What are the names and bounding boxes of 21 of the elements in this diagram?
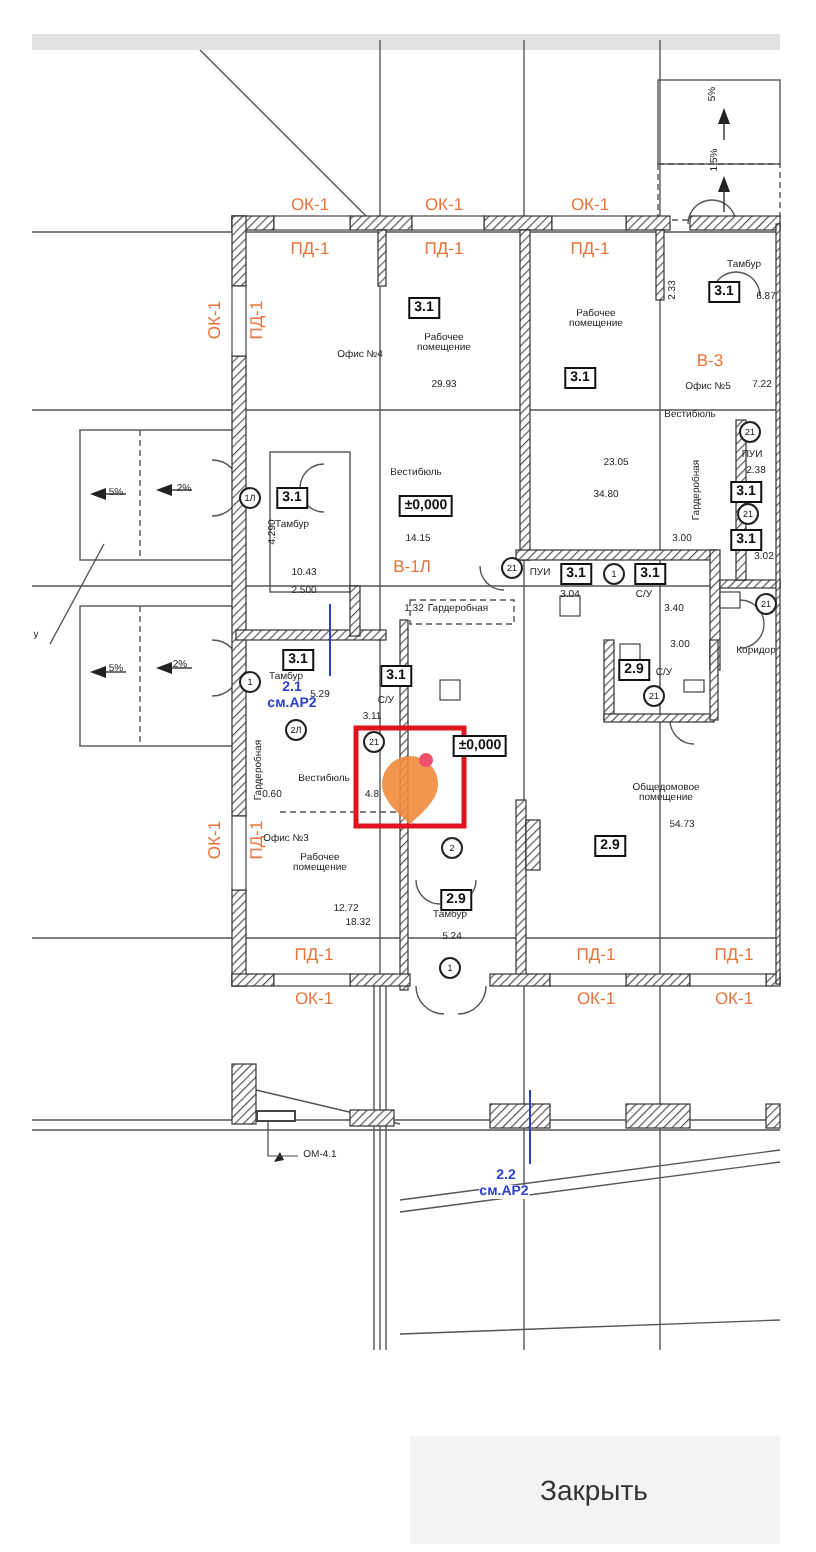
element-mark: В-1Л xyxy=(393,557,431,575)
element-mark: ПД-1 xyxy=(290,239,330,257)
element-mark: ПД-1 xyxy=(247,820,265,860)
window-frame xyxy=(256,1110,296,1122)
element-mark: ОК-1 xyxy=(576,989,616,1007)
close-button: Закрыть xyxy=(500,1460,688,1520)
element-mark: ПД-1 xyxy=(247,300,265,340)
element-mark: ОК-1 xyxy=(714,989,754,1007)
element-mark: ОК-1 xyxy=(570,195,610,213)
element-mark: В-3 xyxy=(696,351,724,369)
element-mark: ОК-1 xyxy=(294,989,334,1007)
element-mark: ОК-1 xyxy=(205,300,223,340)
element-mark: ОК-1 xyxy=(205,820,223,860)
element-mark: ОК-1 xyxy=(424,195,464,213)
leader-line xyxy=(267,1121,299,1157)
element-mark: ПД-1 xyxy=(576,945,616,963)
element-mark: ОК-1 xyxy=(290,195,330,213)
element-mark: ПД-1 xyxy=(294,945,334,963)
element-mark: ПД-1 xyxy=(714,945,754,963)
element-mark: ПД-1 xyxy=(570,239,610,257)
element-mark: ПД-1 xyxy=(424,239,464,257)
